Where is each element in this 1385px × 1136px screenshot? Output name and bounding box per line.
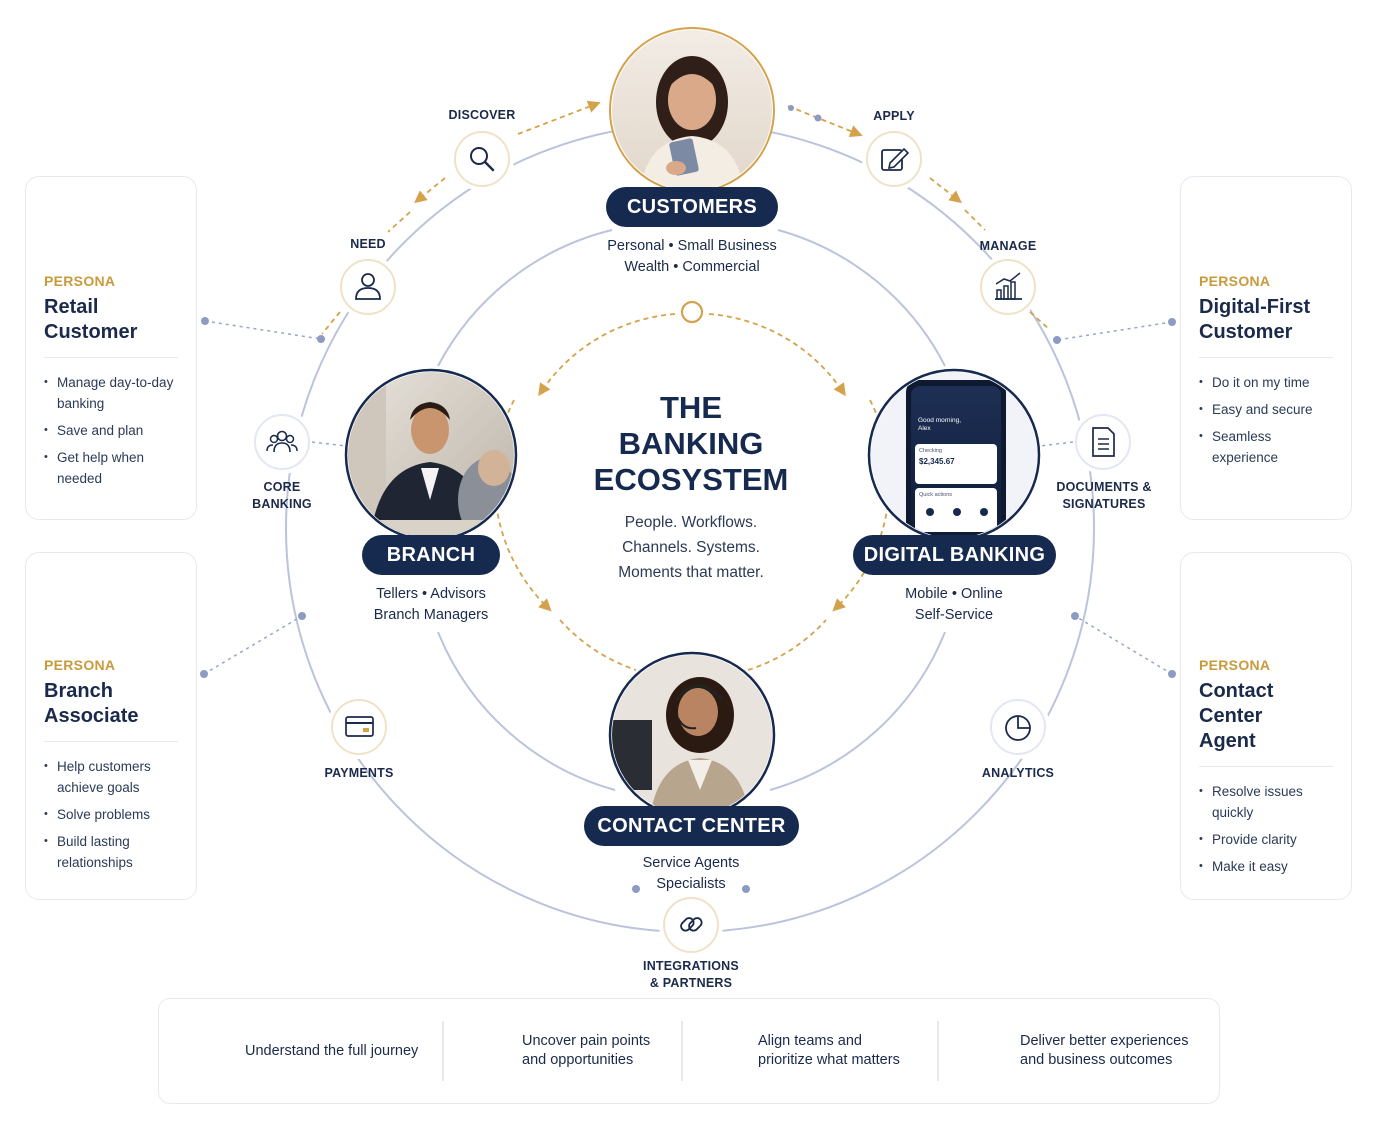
divider [442, 1021, 444, 1081]
list-item: Easy and secure [1199, 399, 1333, 420]
persona-card-branch-associate: PERSONA Branch Associate Help customers … [25, 552, 197, 900]
phone-quick-actions: Quick actions [919, 492, 953, 498]
step-apply: APPLY [873, 109, 915, 123]
persona-label: PERSONA [44, 657, 116, 673]
customers-label: CUSTOMERS [606, 187, 778, 227]
list-item: Help customers achieve goals [44, 756, 178, 798]
benefits-bar: Understand the full journey Uncover pain… [158, 998, 1220, 1104]
list-item: Solve problems [44, 804, 178, 825]
persona-card-contact-center-agent: PERSONA Contact Center Agent Resolve iss… [1180, 552, 1352, 900]
list-item: Save and plan [44, 420, 178, 441]
branch-photo [344, 368, 518, 542]
list-item: Resolve issues quickly [1199, 781, 1333, 823]
benefit-pain-points: Uncover pain points and opportunities [522, 1033, 651, 1068]
step-analytics: ANALYTICS [981, 766, 1055, 780]
phone-greeting: Good morning, Alex [918, 417, 961, 432]
pie-chart-icon [990, 699, 1046, 755]
persona-title: Contact Center Agent [1199, 679, 1333, 767]
search-icon [454, 131, 510, 187]
digital-phone-illustration [867, 368, 1041, 542]
persona-title: Branch Associate [44, 679, 178, 742]
customer-photo [609, 27, 775, 193]
journey-start-dot [680, 300, 704, 324]
step-discover: DISCOVER [448, 108, 516, 122]
persona-label: PERSONA [1199, 273, 1271, 289]
persona-needs: Manage day-to-day banking Save and plan … [44, 372, 178, 489]
contact-center-roles: Service Agents Specialists [642, 855, 740, 892]
list-item: Do it on my time [1199, 372, 1333, 393]
step-documents-signatures: DOCUMENTS & SIGNATURES [1056, 480, 1152, 511]
ecosystem-title: THE BANKING ECOSYSTEM [593, 390, 789, 497]
persona-card-retail-customer: PERSONA Retail Customer Manage day-to-da… [25, 176, 197, 520]
list-item: Manage day-to-day banking [44, 372, 178, 414]
persona-title: Retail Customer [44, 295, 178, 358]
phone-account: Checking [919, 448, 942, 454]
credit-card-icon [331, 699, 387, 755]
contact-center-label: CONTACT CENTER [584, 806, 799, 846]
list-item: Get help when needed [44, 447, 178, 489]
divider [681, 1021, 683, 1081]
contact-agent-photo [608, 651, 776, 819]
step-core-banking: CORE BANKING [252, 480, 312, 511]
divider [937, 1021, 939, 1081]
step-icons [254, 131, 1131, 953]
step-manage: MANAGE [979, 239, 1037, 253]
customers-segments: Personal • Small Business Wealth • Comme… [607, 238, 777, 275]
branch-label: BRANCH [362, 535, 500, 575]
persona-needs: Resolve issues quickly Provide clarity M… [1199, 781, 1333, 877]
list-item: Make it easy [1199, 856, 1333, 877]
list-item: Seamless experience [1199, 426, 1333, 468]
ecosystem-subtitle: People. Workflows. Channels. Systems. Mo… [618, 514, 764, 581]
persona-needs: Help customers achieve goals Solve probl… [44, 756, 178, 873]
benefit-better-experiences: Deliver better experiences and business … [1020, 1033, 1189, 1068]
persona-card-digital-first-customer: PERSONA Digital-First Customer Do it on … [1180, 176, 1352, 520]
step-payments: PAYMENTS [324, 766, 394, 780]
persona-title: Digital-First Customer [1199, 295, 1333, 358]
benefit-understand-journey: Understand the full journey [245, 1042, 419, 1059]
list-item: Provide clarity [1199, 829, 1333, 850]
persona-label: PERSONA [44, 273, 116, 289]
edit-form-icon [866, 131, 922, 187]
document-icon [1075, 414, 1131, 470]
bar-chart-icon [980, 259, 1036, 315]
group-users-icon [254, 414, 310, 470]
step-need: NEED [350, 237, 386, 251]
list-item: Build lasting relationships [44, 831, 178, 873]
phone-balance: $2,345.67 [919, 457, 955, 466]
persona-label: PERSONA [1199, 657, 1271, 673]
digital-banking-label: DIGITAL BANKING [853, 535, 1056, 575]
benefit-align-teams: Align teams and prioritize what matters [758, 1033, 900, 1068]
branch-roles: Tellers • Advisors Branch Managers [373, 586, 489, 623]
link-icon [663, 897, 719, 953]
digital-banking-channels: Mobile • Online Self-Service [905, 586, 1003, 623]
person-icon [340, 259, 396, 315]
step-integrations-partners: INTEGRATIONS & PARTNERS [643, 959, 739, 990]
persona-needs: Do it on my time Easy and secure Seamles… [1199, 372, 1333, 468]
